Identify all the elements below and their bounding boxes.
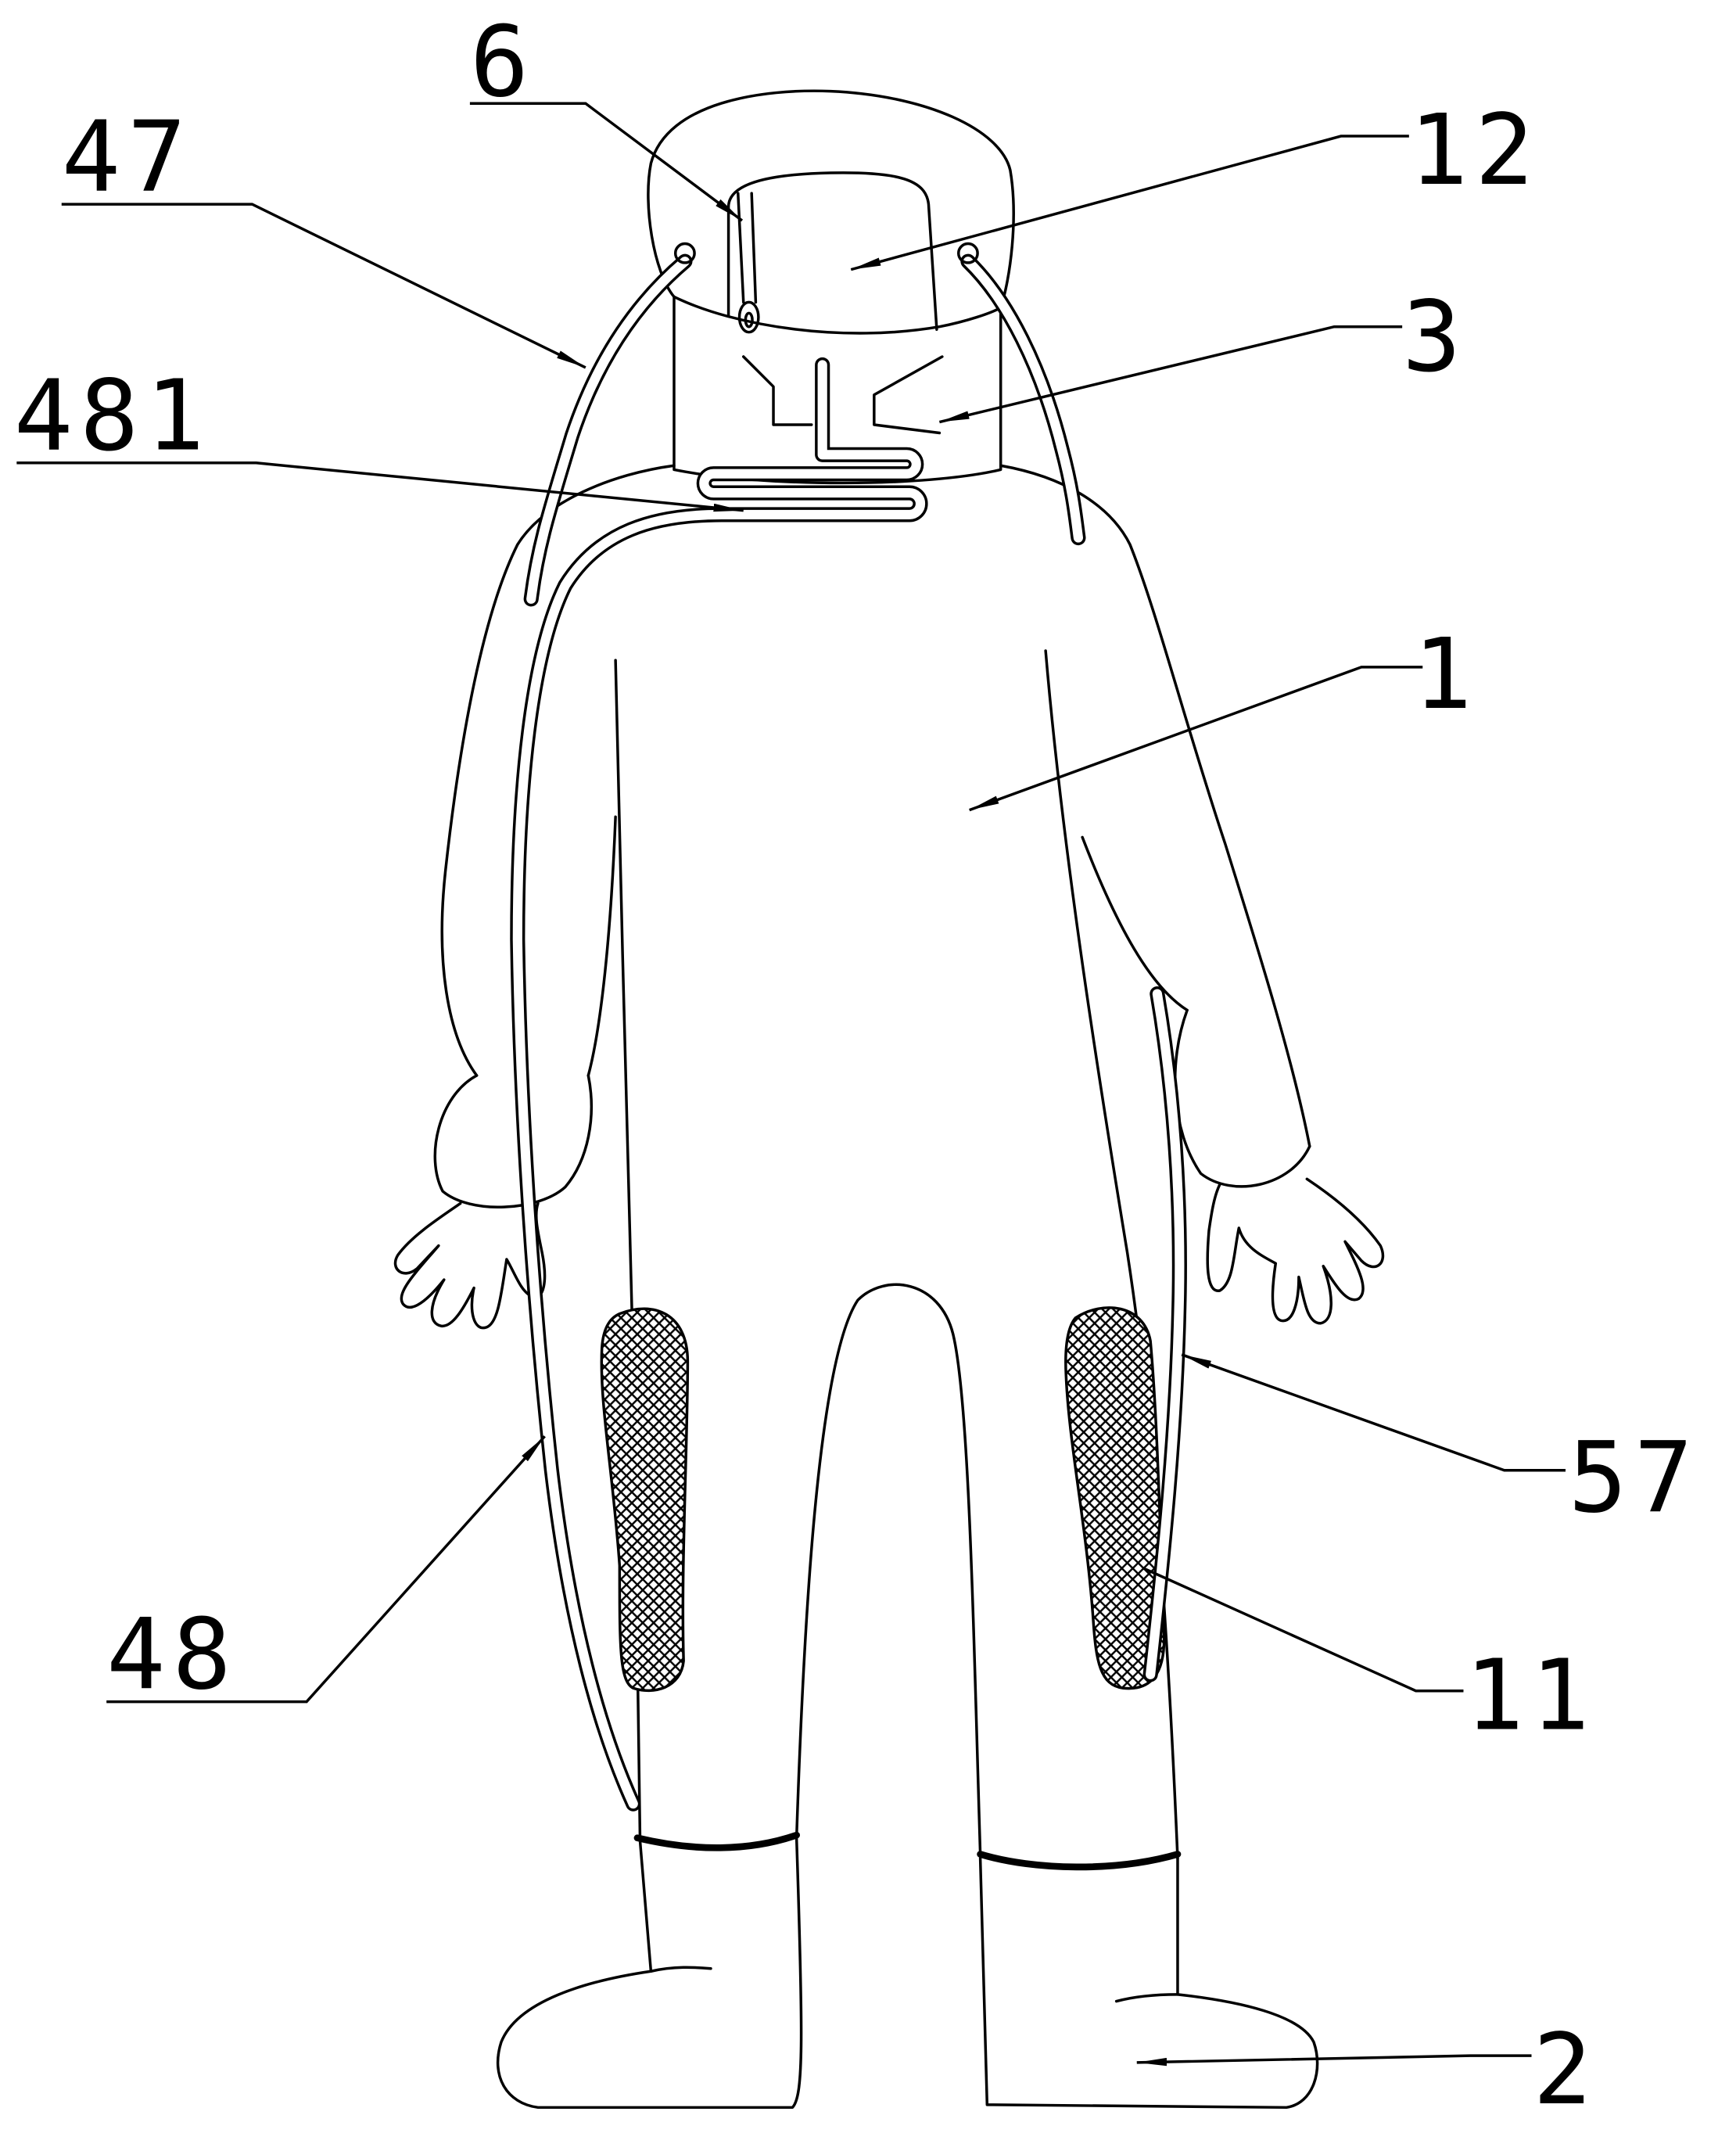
suit-body xyxy=(393,89,1385,2110)
inner-leg-crotch xyxy=(794,1283,982,1856)
zipper-pull-hole xyxy=(744,311,754,329)
right-boot-ankle-crease xyxy=(1114,1993,1179,2003)
leader-3 xyxy=(938,325,1403,424)
tube-57-upper-outline xyxy=(960,253,1086,546)
right-body-side xyxy=(1044,649,1179,1860)
callout-label-3: 3 xyxy=(1402,279,1468,393)
callout-label-48: 48 xyxy=(106,1597,238,1711)
callout-label-2: 2 xyxy=(1533,2013,1598,2127)
right-arm-inner-edge xyxy=(1081,835,1189,1012)
callout-label-481: 481 xyxy=(14,358,211,472)
tube-57-upper-core xyxy=(963,257,1083,543)
tube-481-serpentine-outline xyxy=(510,357,928,1812)
left-boot xyxy=(497,1836,803,2110)
tube-57-lower-core xyxy=(1146,989,1185,1679)
right-cuff xyxy=(1174,1008,1311,1188)
tube-47-core xyxy=(526,257,690,604)
zipper-pull xyxy=(737,300,760,334)
right-boot-band xyxy=(977,1851,1182,1871)
tube-481-serpentine-core xyxy=(512,360,926,1809)
tubes xyxy=(510,192,1187,1812)
callout-label-6: 6 xyxy=(470,5,536,119)
left-boot-band xyxy=(633,1831,800,1851)
collar-slot-left xyxy=(742,355,813,426)
right-head-connector xyxy=(957,242,979,264)
left-arm-inner-edge xyxy=(586,815,617,1077)
reference-numerals: 6 47 12 3 481 1 57 48 11 2 xyxy=(14,5,1699,2127)
zipper-track xyxy=(737,192,758,304)
face-window-outline xyxy=(726,171,938,331)
callout-label-11: 11 xyxy=(1465,1638,1596,1752)
hood-outline xyxy=(647,89,1015,310)
left-boot-ankle-crease xyxy=(649,1966,712,1973)
callout-label-1: 1 xyxy=(1413,617,1479,731)
leader-12 xyxy=(850,135,1409,271)
left-knee-pad xyxy=(600,1307,690,1693)
leader-lines xyxy=(16,102,1566,2067)
leader-6 xyxy=(469,102,744,222)
collar-slot-right xyxy=(873,355,944,435)
leader-48 xyxy=(106,1435,546,1704)
right-glove xyxy=(1206,1177,1385,1325)
leader-11 xyxy=(1142,1567,1464,1693)
leader-47 xyxy=(61,203,586,369)
leader-57 xyxy=(1181,1353,1566,1472)
callout-label-47: 47 xyxy=(62,100,193,214)
left-cuff xyxy=(433,1074,593,1208)
left-arm-outer-edge xyxy=(440,464,676,1077)
leader-1 xyxy=(969,666,1423,812)
leader-481 xyxy=(16,461,744,512)
callout-label-57: 57 xyxy=(1568,1420,1699,1535)
left-head-connector xyxy=(673,242,696,264)
callout-label-12: 12 xyxy=(1409,93,1541,207)
leader-2 xyxy=(1136,2054,1532,2067)
right-knee-pad xyxy=(1064,1306,1166,1690)
right-arm-outer-edge xyxy=(999,464,1311,1148)
right-boot xyxy=(978,1857,1319,2110)
collar-top-edge xyxy=(673,295,1003,335)
